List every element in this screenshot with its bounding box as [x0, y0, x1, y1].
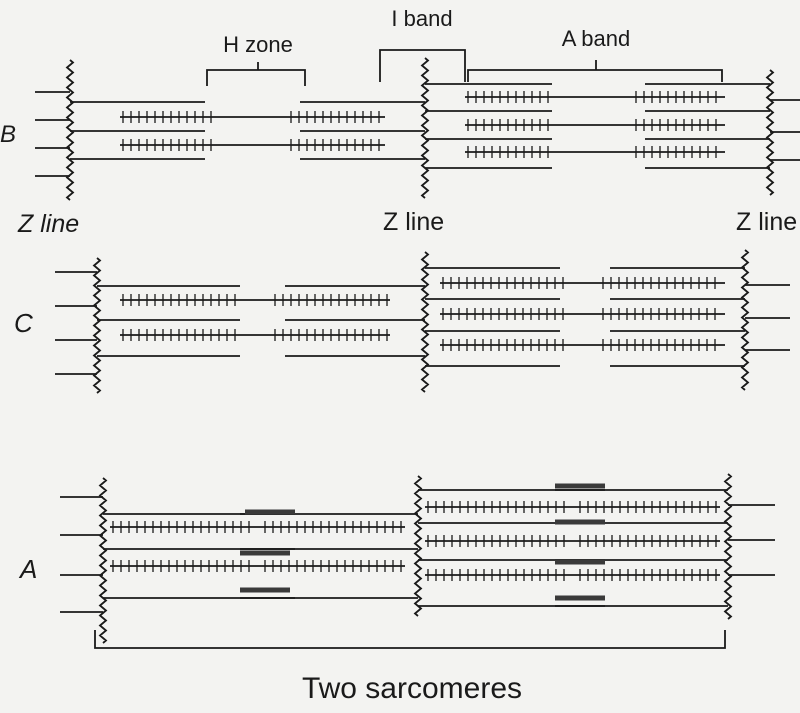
- h-zone-label: H zone: [223, 32, 293, 57]
- caption: Two sarcomeres: [302, 672, 522, 705]
- z-line-label-1: Z line: [17, 210, 79, 238]
- z-line: [723, 473, 733, 620]
- z-line: [740, 249, 750, 391]
- z-line-label-3: Z line: [736, 208, 797, 236]
- h-zone-bracket: [206, 62, 306, 86]
- a-band-bracket: [467, 60, 723, 82]
- z-line: [413, 475, 423, 617]
- z-line: [420, 57, 430, 199]
- two-sarcomeres-bracket: [94, 630, 726, 649]
- z-line: [92, 257, 102, 394]
- panel-b-label: B: [0, 121, 16, 148]
- panel-a-label: A: [18, 554, 37, 584]
- i-band-label: I band: [391, 6, 452, 31]
- z-line-label-2: Z line: [383, 208, 444, 236]
- z-line: [65, 59, 75, 201]
- i-band-bracket: [379, 49, 466, 82]
- diagram-marks: [35, 49, 800, 649]
- z-line: [420, 251, 430, 393]
- z-line: [98, 477, 108, 644]
- panel-c-label: C: [14, 308, 33, 338]
- a-band-label: A band: [562, 26, 631, 51]
